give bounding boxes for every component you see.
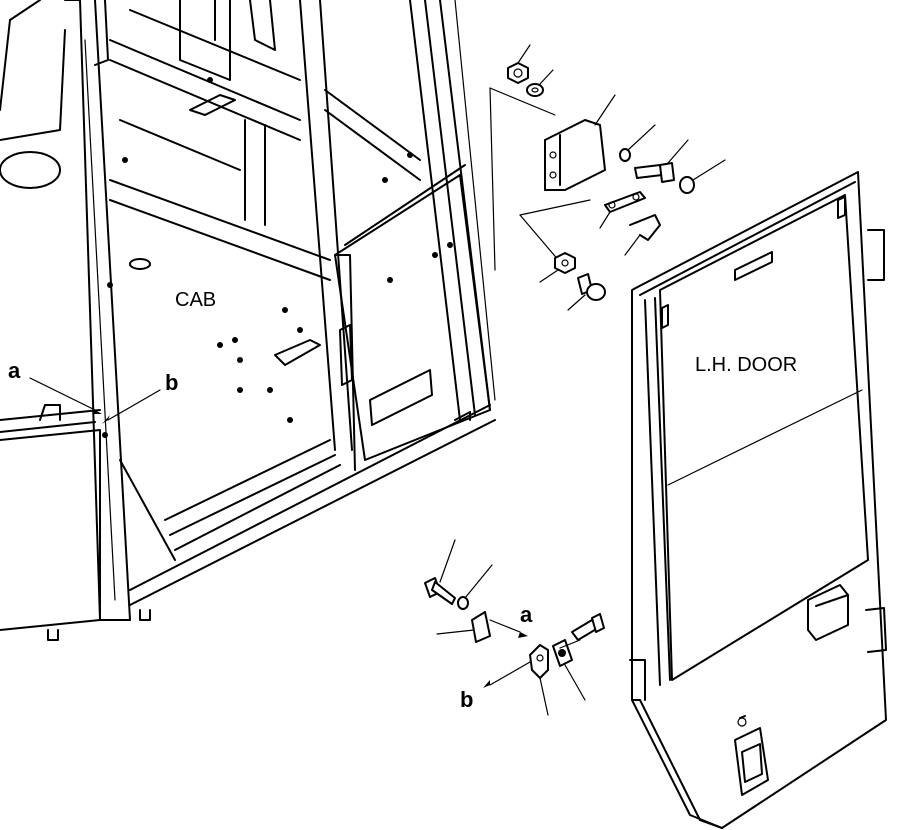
washer-right <box>619 124 656 162</box>
reference-a-right: a <box>520 602 533 627</box>
upper-hinge-hardware <box>489 44 726 311</box>
cab-label: CAB <box>175 289 216 311</box>
hinge-bracket <box>544 94 616 191</box>
pin-clip <box>624 214 661 256</box>
bolt-right <box>634 139 689 183</box>
stopper-rubber <box>552 639 586 701</box>
reference-b-right: b <box>460 687 473 712</box>
leader-a-left <box>29 377 102 414</box>
nut-lower <box>539 252 576 283</box>
plate-lower <box>436 611 491 643</box>
door-label: L.H. DOOR <box>695 354 797 376</box>
link-plate <box>599 191 646 229</box>
nut-top <box>507 44 531 84</box>
lh-door <box>629 171 887 829</box>
bolt-lower-left <box>424 539 456 605</box>
washer-top <box>526 69 554 97</box>
leader-b-left <box>102 389 161 424</box>
washer-lower-left <box>457 564 493 610</box>
lower-stopper-hardware <box>424 539 605 716</box>
reference-b-left: b <box>165 370 178 395</box>
plate-stopper <box>529 644 549 716</box>
pin-lower <box>567 273 606 311</box>
floor-holes <box>102 77 413 438</box>
bolt-lower-right <box>559 613 605 649</box>
reference-a-left: a <box>8 358 21 383</box>
cab-assembly <box>0 0 496 641</box>
nut-right <box>679 159 726 194</box>
